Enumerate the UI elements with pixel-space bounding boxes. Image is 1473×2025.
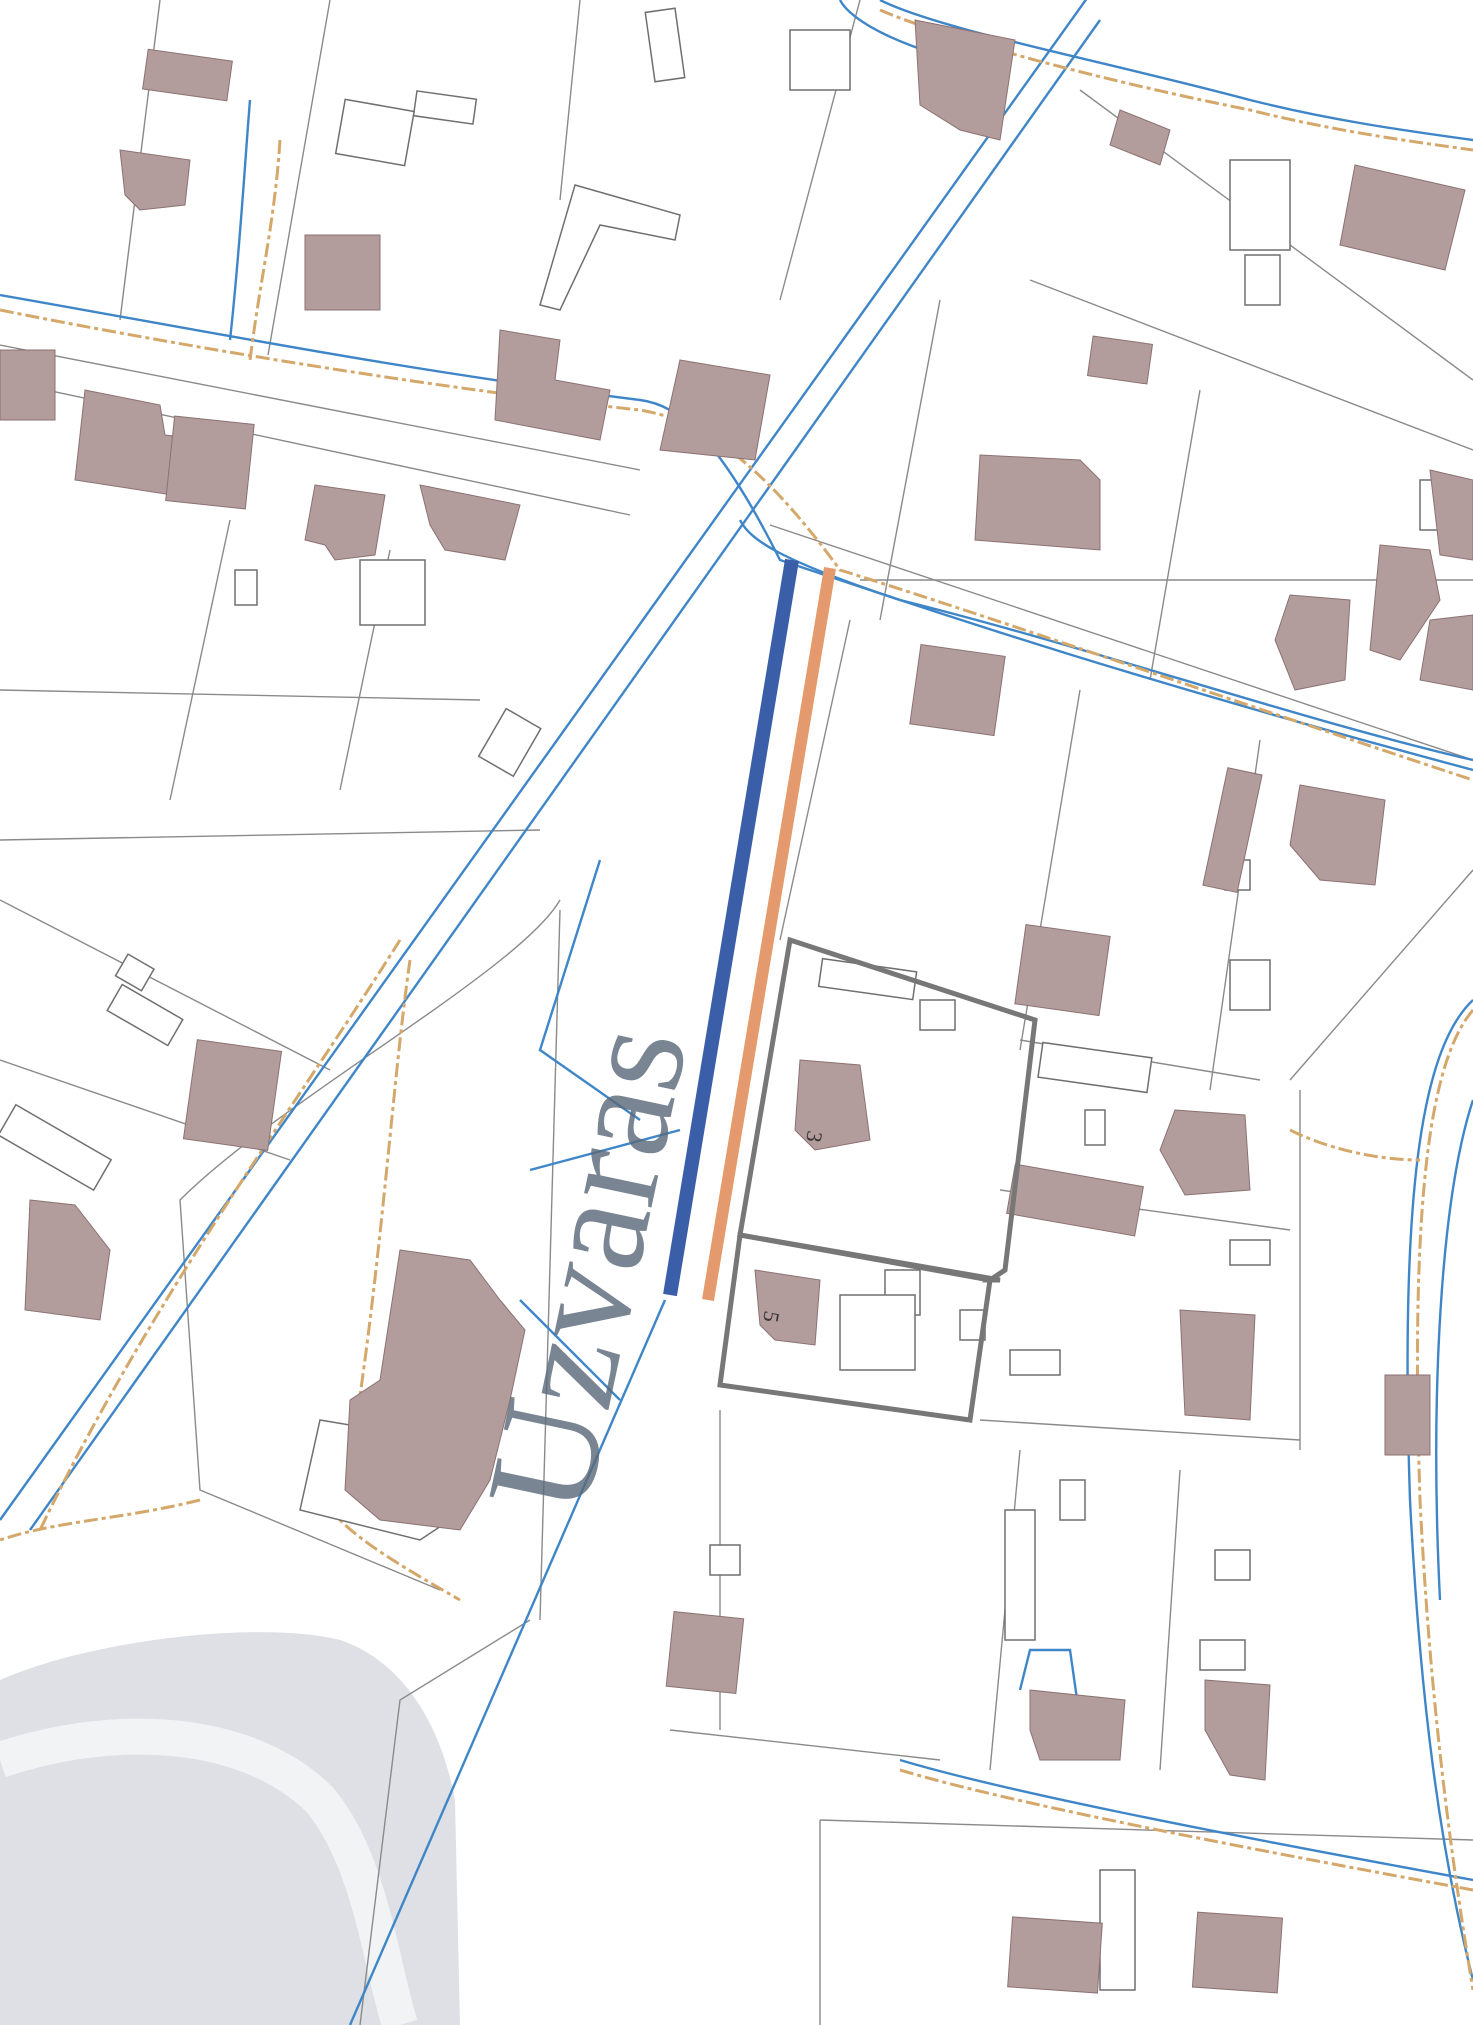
planned-water-pipe: [663, 558, 799, 1297]
house-number-5: 5: [758, 1309, 785, 1324]
outbuildings: [0, 7, 1451, 1991]
planned-sewer-pipe: [702, 567, 836, 1301]
house-number-3: 3: [801, 1129, 828, 1144]
buildings: [0, 19, 1473, 1994]
parcel-5-boundary: [717, 1232, 993, 1423]
shaded-area-path: [0, 1718, 418, 2025]
planned-pipes: [663, 558, 836, 1301]
highlighted-parcels: [717, 936, 1038, 1423]
